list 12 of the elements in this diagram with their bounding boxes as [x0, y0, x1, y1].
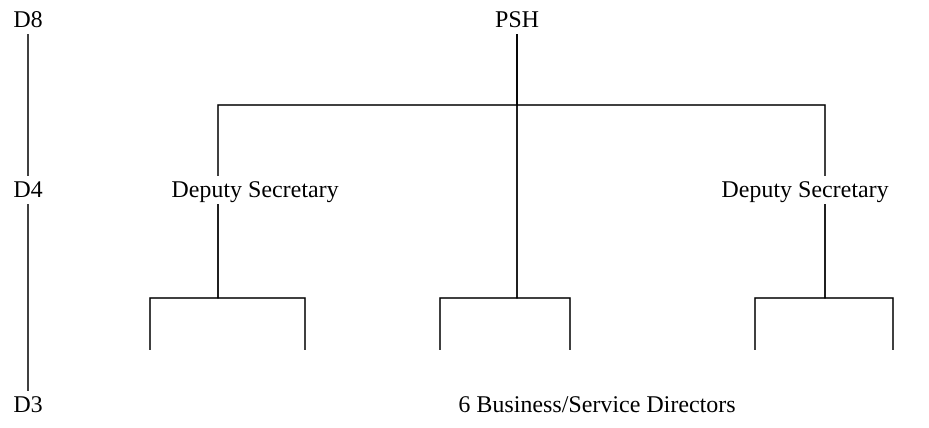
- connector-line: [217, 204, 306, 350]
- grade-label: D4: [13, 176, 43, 204]
- role-label: Deputy Secretary: [171, 176, 339, 204]
- connector-line: [27, 34, 29, 176]
- role-label: Deputy Secretary: [721, 176, 889, 204]
- grade-label: D8: [13, 6, 43, 34]
- role-label: PSH: [494, 6, 540, 34]
- role-label: 6 Business/Service Directors: [458, 391, 736, 419]
- connector-line: [824, 204, 894, 350]
- grade-label: D3: [13, 391, 43, 419]
- connector-line: [516, 34, 571, 350]
- connector-line: [27, 204, 29, 391]
